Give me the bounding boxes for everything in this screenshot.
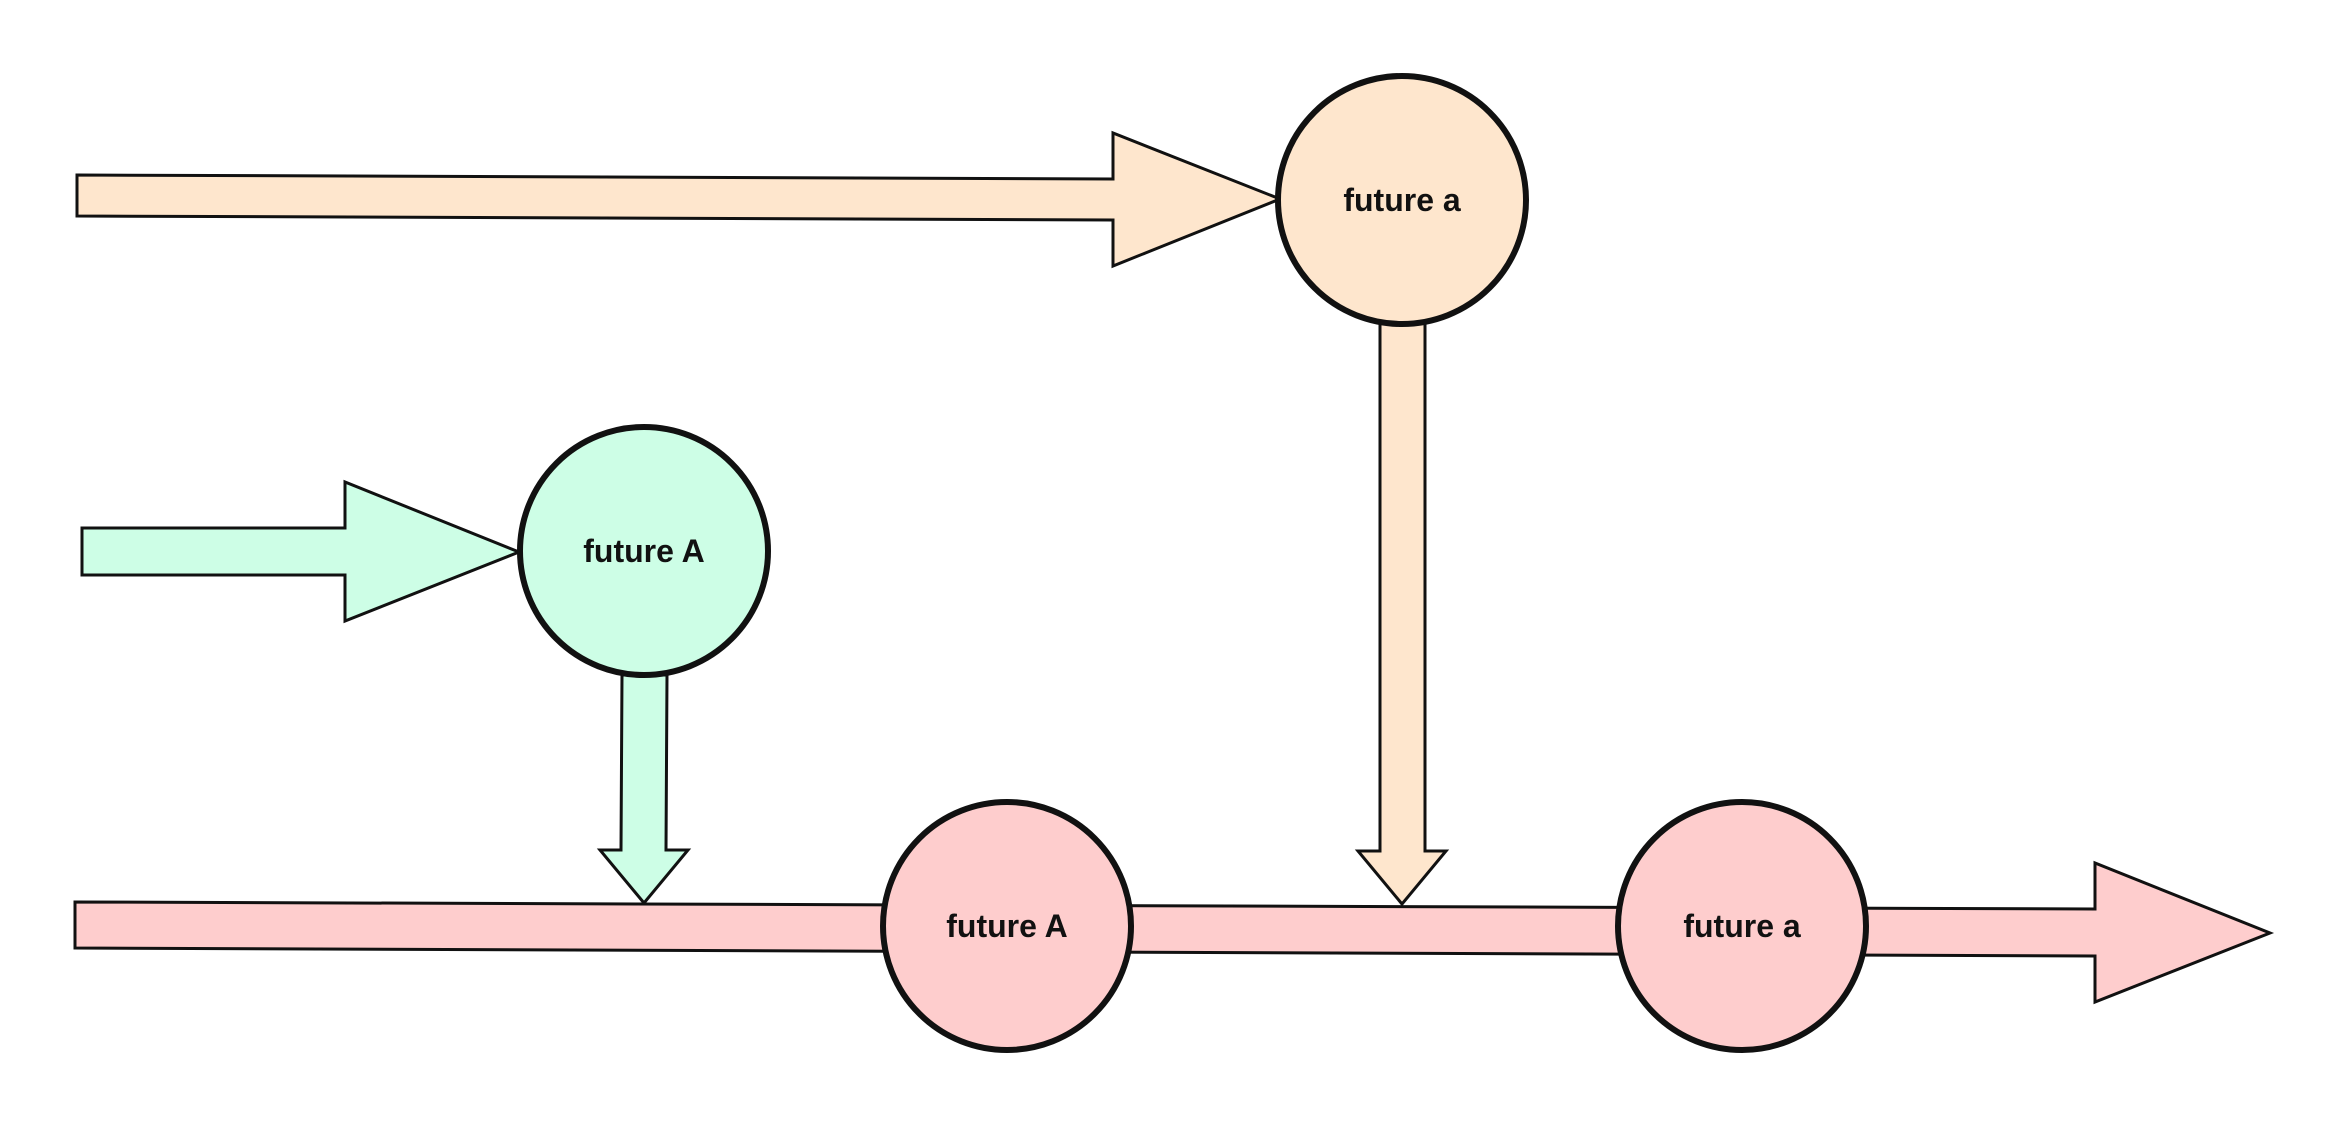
node-upper-circle xyxy=(1275,73,1529,327)
node-lower-future-A: future A xyxy=(880,799,1134,1053)
node-lower-first-label: future A xyxy=(946,908,1067,944)
node-lower-first-circle xyxy=(880,799,1134,1053)
node-upper-label: future a xyxy=(1343,182,1461,218)
middle-merge-arrow xyxy=(596,673,692,906)
upper-stream-arrow xyxy=(75,130,1285,269)
node-upper-future-a: future a xyxy=(1275,73,1529,327)
upper-merge-arrow xyxy=(1354,321,1450,907)
node-middle-future-A: future A xyxy=(517,424,771,678)
node-middle-label: future A xyxy=(583,533,704,569)
middle-stream-arrow xyxy=(80,479,524,624)
node-lower-future-a: future a xyxy=(1615,799,1869,1053)
lower-stream-arrow xyxy=(73,860,2275,1005)
node-lower-second-label: future a xyxy=(1683,908,1801,944)
node-lower-second-circle xyxy=(1615,799,1869,1053)
node-middle-circle xyxy=(517,424,771,678)
